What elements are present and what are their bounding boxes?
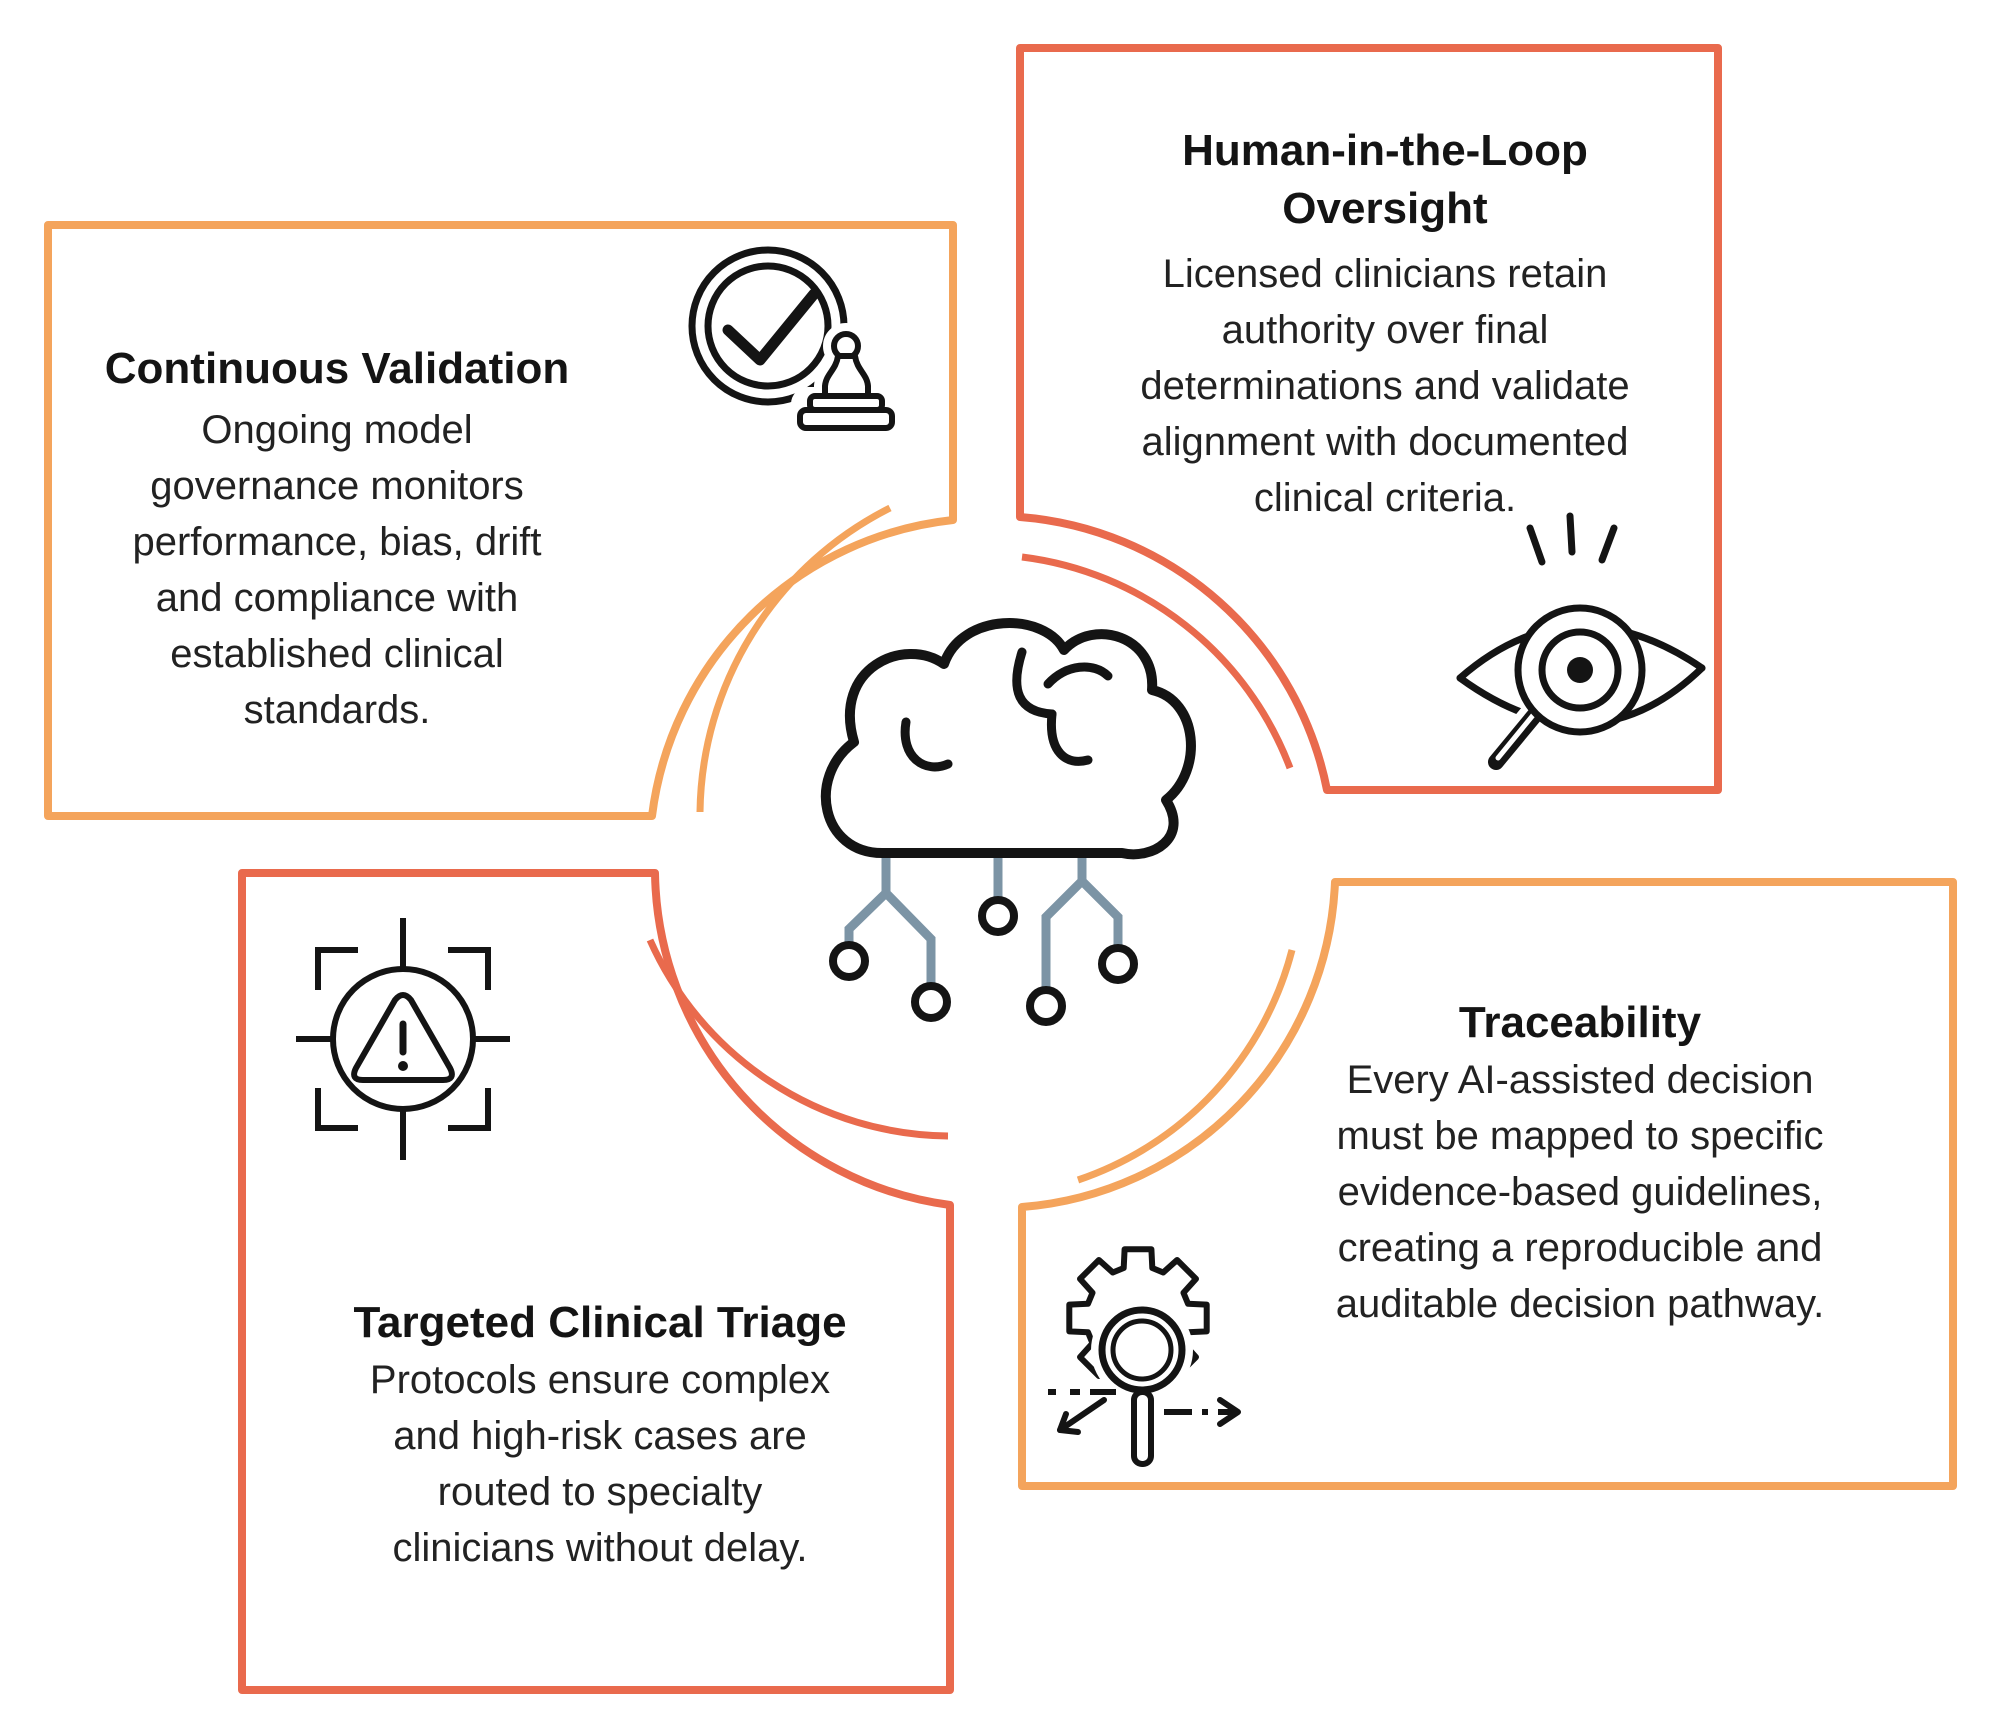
card-body-line: performance, bias, drift (132, 520, 542, 564)
card-body-line: Protocols ensure complex (369, 1358, 831, 1402)
target-warning-icon (296, 918, 510, 1160)
trace-arrows (1048, 1389, 1241, 1435)
inner-ring-arcs (646, 504, 1296, 1184)
card-body-line: determinations and validate (1140, 364, 1630, 408)
gear-magnifier-icon (1048, 1246, 1241, 1472)
card-body-line: governance monitors (150, 464, 524, 508)
circuit-legs (844, 850, 1123, 990)
ring-arc-northeast (1021, 553, 1294, 770)
card-frame-continuous-validation (44, 221, 957, 820)
card-body: Ongoing model governance monitors perfor… (77, 402, 597, 738)
circuit-nodes (829, 896, 1138, 1026)
card-frame-traceability (1018, 878, 1957, 1490)
card-title: Human-in-the-Loop Oversight (1035, 122, 1735, 238)
card-body-line: auditable decision pathway. (1335, 1282, 1825, 1326)
brain-cloud-outline (820, 618, 1196, 860)
brain-interior-lines (900, 647, 1113, 772)
ring-arc-southeast (1076, 949, 1296, 1184)
card-body: Licensed clinicians retain authority ove… (1035, 246, 1735, 526)
card-title: Continuous Validation (104, 344, 570, 393)
ring-arc-northwest (696, 504, 892, 813)
card-title: Traceability (1458, 998, 1702, 1047)
card-body-line: creating a reproducible and (1337, 1226, 1823, 1270)
card-body-line: authority over final (1221, 308, 1549, 352)
eye-magnifier-icon (1456, 512, 1706, 777)
card-title-line: Human-in-the-Loop (1182, 126, 1588, 175)
card-body-line: evidence-based guidelines, (1337, 1170, 1823, 1214)
card-body-line: Ongoing model (201, 408, 473, 452)
card-body-line: standards. (243, 688, 431, 732)
approval-stamp-icon (688, 246, 897, 439)
card-body-line: alignment with documented (1141, 420, 1629, 464)
card-body-line: Every AI-assisted decision (1346, 1058, 1814, 1102)
card-title-line: Oversight (1282, 184, 1488, 233)
card-body-line: Licensed clinicians retain (1162, 252, 1608, 296)
card-body: Every AI-assisted decision must be mappe… (1270, 1052, 1890, 1332)
card-frame-targeted-clinical-triage (238, 869, 954, 1694)
ai-brain-circuit-icon (820, 618, 1196, 1026)
check-mark (722, 288, 820, 366)
card-body-line: established clinical (170, 632, 504, 676)
ring-arc-southwest (646, 938, 949, 1140)
card-body-line: clinical criteria. (1253, 476, 1517, 520)
card-body-line: clinicians without delay. (392, 1526, 808, 1570)
card-body-line: and high-risk cases are (393, 1414, 807, 1458)
card-frame-human-in-the-loop (1016, 44, 1722, 794)
card-body-line: routed to specialty (437, 1470, 763, 1514)
stamp (797, 331, 895, 431)
card-title: Targeted Clinical Triage (353, 1298, 847, 1347)
card-body-line: and compliance with (155, 576, 519, 620)
card-body: Protocols ensure complex and high-risk c… (290, 1352, 910, 1576)
card-body-line: must be mapped to specific (1336, 1114, 1824, 1158)
